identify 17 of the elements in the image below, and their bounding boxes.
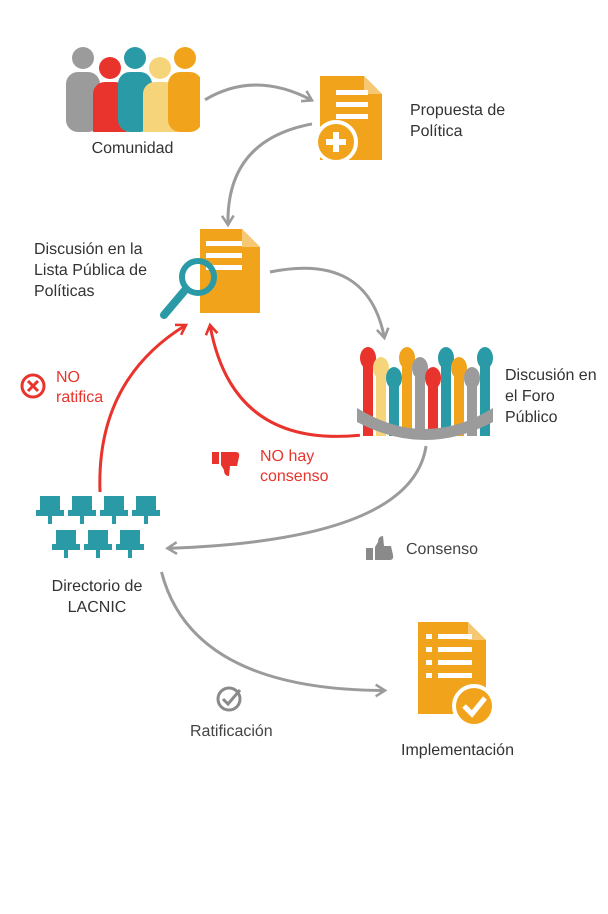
- arrow: [166, 446, 428, 555]
- arrow: [270, 266, 390, 340]
- arrow: [205, 324, 360, 438]
- arrow: [221, 122, 312, 226]
- node-label: Propuesta de Política: [410, 101, 506, 142]
- arrow: [98, 324, 188, 492]
- node-label: Discusión en la Lista Pública de Políticas: [34, 240, 148, 302]
- arrow: [204, 84, 314, 103]
- node-label: Implementación: [400, 741, 515, 761]
- edge-label: Ratificación: [190, 722, 274, 742]
- node-label: Comunidad: [90, 139, 174, 159]
- node-label: Discusión en el Foro Público: [505, 366, 598, 428]
- edge-label: Consenso: [406, 540, 480, 560]
- edge-label: NO ratifica: [56, 368, 104, 408]
- node-label: Directorio de LACNIC: [50, 577, 144, 618]
- arrow: [160, 572, 386, 698]
- edge-label: NO hay consenso: [260, 447, 330, 487]
